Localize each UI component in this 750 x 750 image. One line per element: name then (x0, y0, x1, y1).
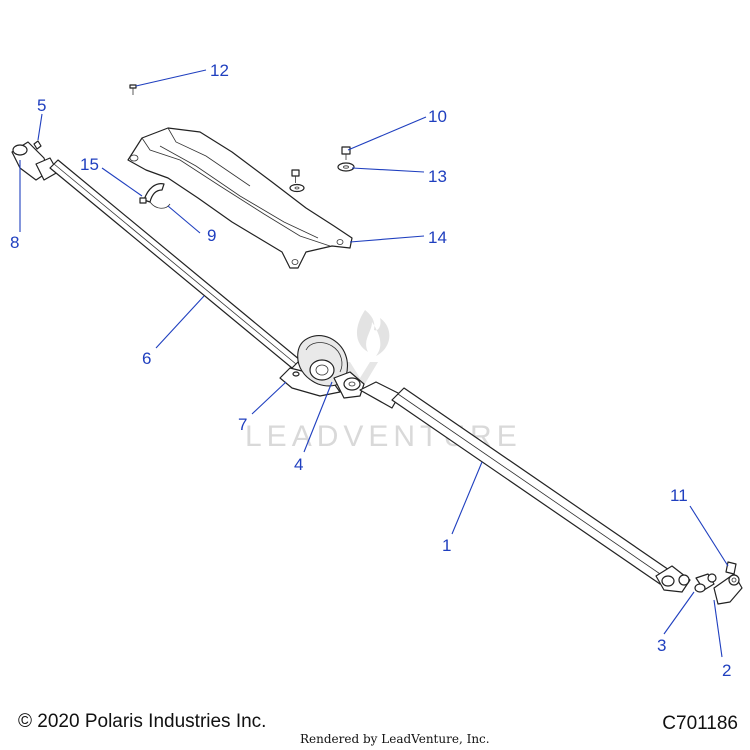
callout-6: 6 (142, 349, 151, 368)
diagram-code: C701186 (662, 713, 738, 734)
callout-11: 11 (670, 486, 688, 505)
callout-7: 7 (238, 415, 247, 434)
heat-shield (127, 127, 353, 269)
callout-10: 10 (428, 107, 447, 126)
callout-3: 3 (657, 636, 666, 655)
u-joint-center (333, 371, 365, 399)
shield-bolt (289, 169, 305, 193)
callout-4: 4 (294, 455, 303, 474)
bolt-10 (341, 146, 351, 160)
callout-13: 13 (428, 167, 447, 186)
leader-1 (451, 461, 483, 535)
rear-propshaft (359, 381, 691, 593)
leader-11 (689, 505, 729, 567)
callouts: 1 2 3 4 5 6 7 8 9 10 11 12 13 14 15 (10, 61, 731, 680)
screw-5 (33, 140, 42, 150)
leader-5 (37, 113, 43, 141)
callout-8: 8 (10, 233, 19, 252)
callout-9: 9 (207, 226, 216, 245)
callout-5: 5 (37, 96, 46, 115)
leader-lines (19, 69, 729, 658)
roll-pin-11 (725, 561, 737, 575)
rendered-by-credit: Rendered by LeadVenture, Inc. (300, 732, 490, 746)
leader-15 (101, 167, 143, 197)
leader-13 (351, 167, 425, 173)
callout-12: 12 (210, 61, 229, 80)
leader-3 (663, 591, 695, 635)
callout-1: 1 (442, 536, 451, 555)
leader-7 (251, 381, 287, 415)
copyright-notice: © 2020 Polaris Industries Inc. (18, 711, 267, 732)
carrier-bearing (279, 335, 348, 397)
leader-12 (135, 69, 207, 87)
callout-14: 14 (428, 228, 447, 247)
clamp-9 (139, 183, 171, 209)
bolt-12 (129, 84, 137, 95)
callout-2: 2 (722, 661, 731, 680)
end-yoke-2 (713, 573, 743, 605)
watermark-chevron-icon (342, 362, 378, 392)
cross-bearing-3 (694, 573, 717, 593)
leader-2 (713, 599, 723, 658)
watermark-flame-icon (356, 310, 390, 356)
washer-13 (337, 162, 355, 172)
leader-14 (349, 235, 425, 243)
leader-10 (347, 116, 427, 151)
leader-6 (155, 295, 205, 349)
leader-9 (167, 205, 201, 234)
leader-4 (303, 381, 333, 453)
callout-15: 15 (80, 155, 99, 174)
